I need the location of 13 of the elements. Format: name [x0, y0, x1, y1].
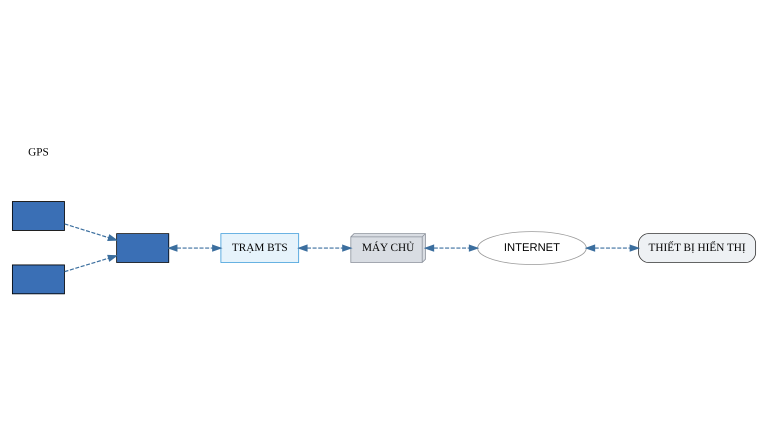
node-box	[12, 201, 65, 231]
label: GPS	[28, 146, 49, 159]
arrow	[584, 244, 640, 252]
node-box: THIẾT BỊ HIỂN THỊ	[638, 233, 756, 263]
arrow	[64, 254, 118, 272]
node-box	[116, 233, 170, 263]
arrow	[424, 244, 480, 252]
node-box	[12, 264, 65, 294]
arrow	[64, 223, 118, 242]
node-ellipse: INTERNET	[477, 231, 587, 265]
node-box: TRẠM BTS	[220, 233, 300, 263]
arrow	[297, 244, 353, 252]
arrow	[167, 244, 223, 252]
